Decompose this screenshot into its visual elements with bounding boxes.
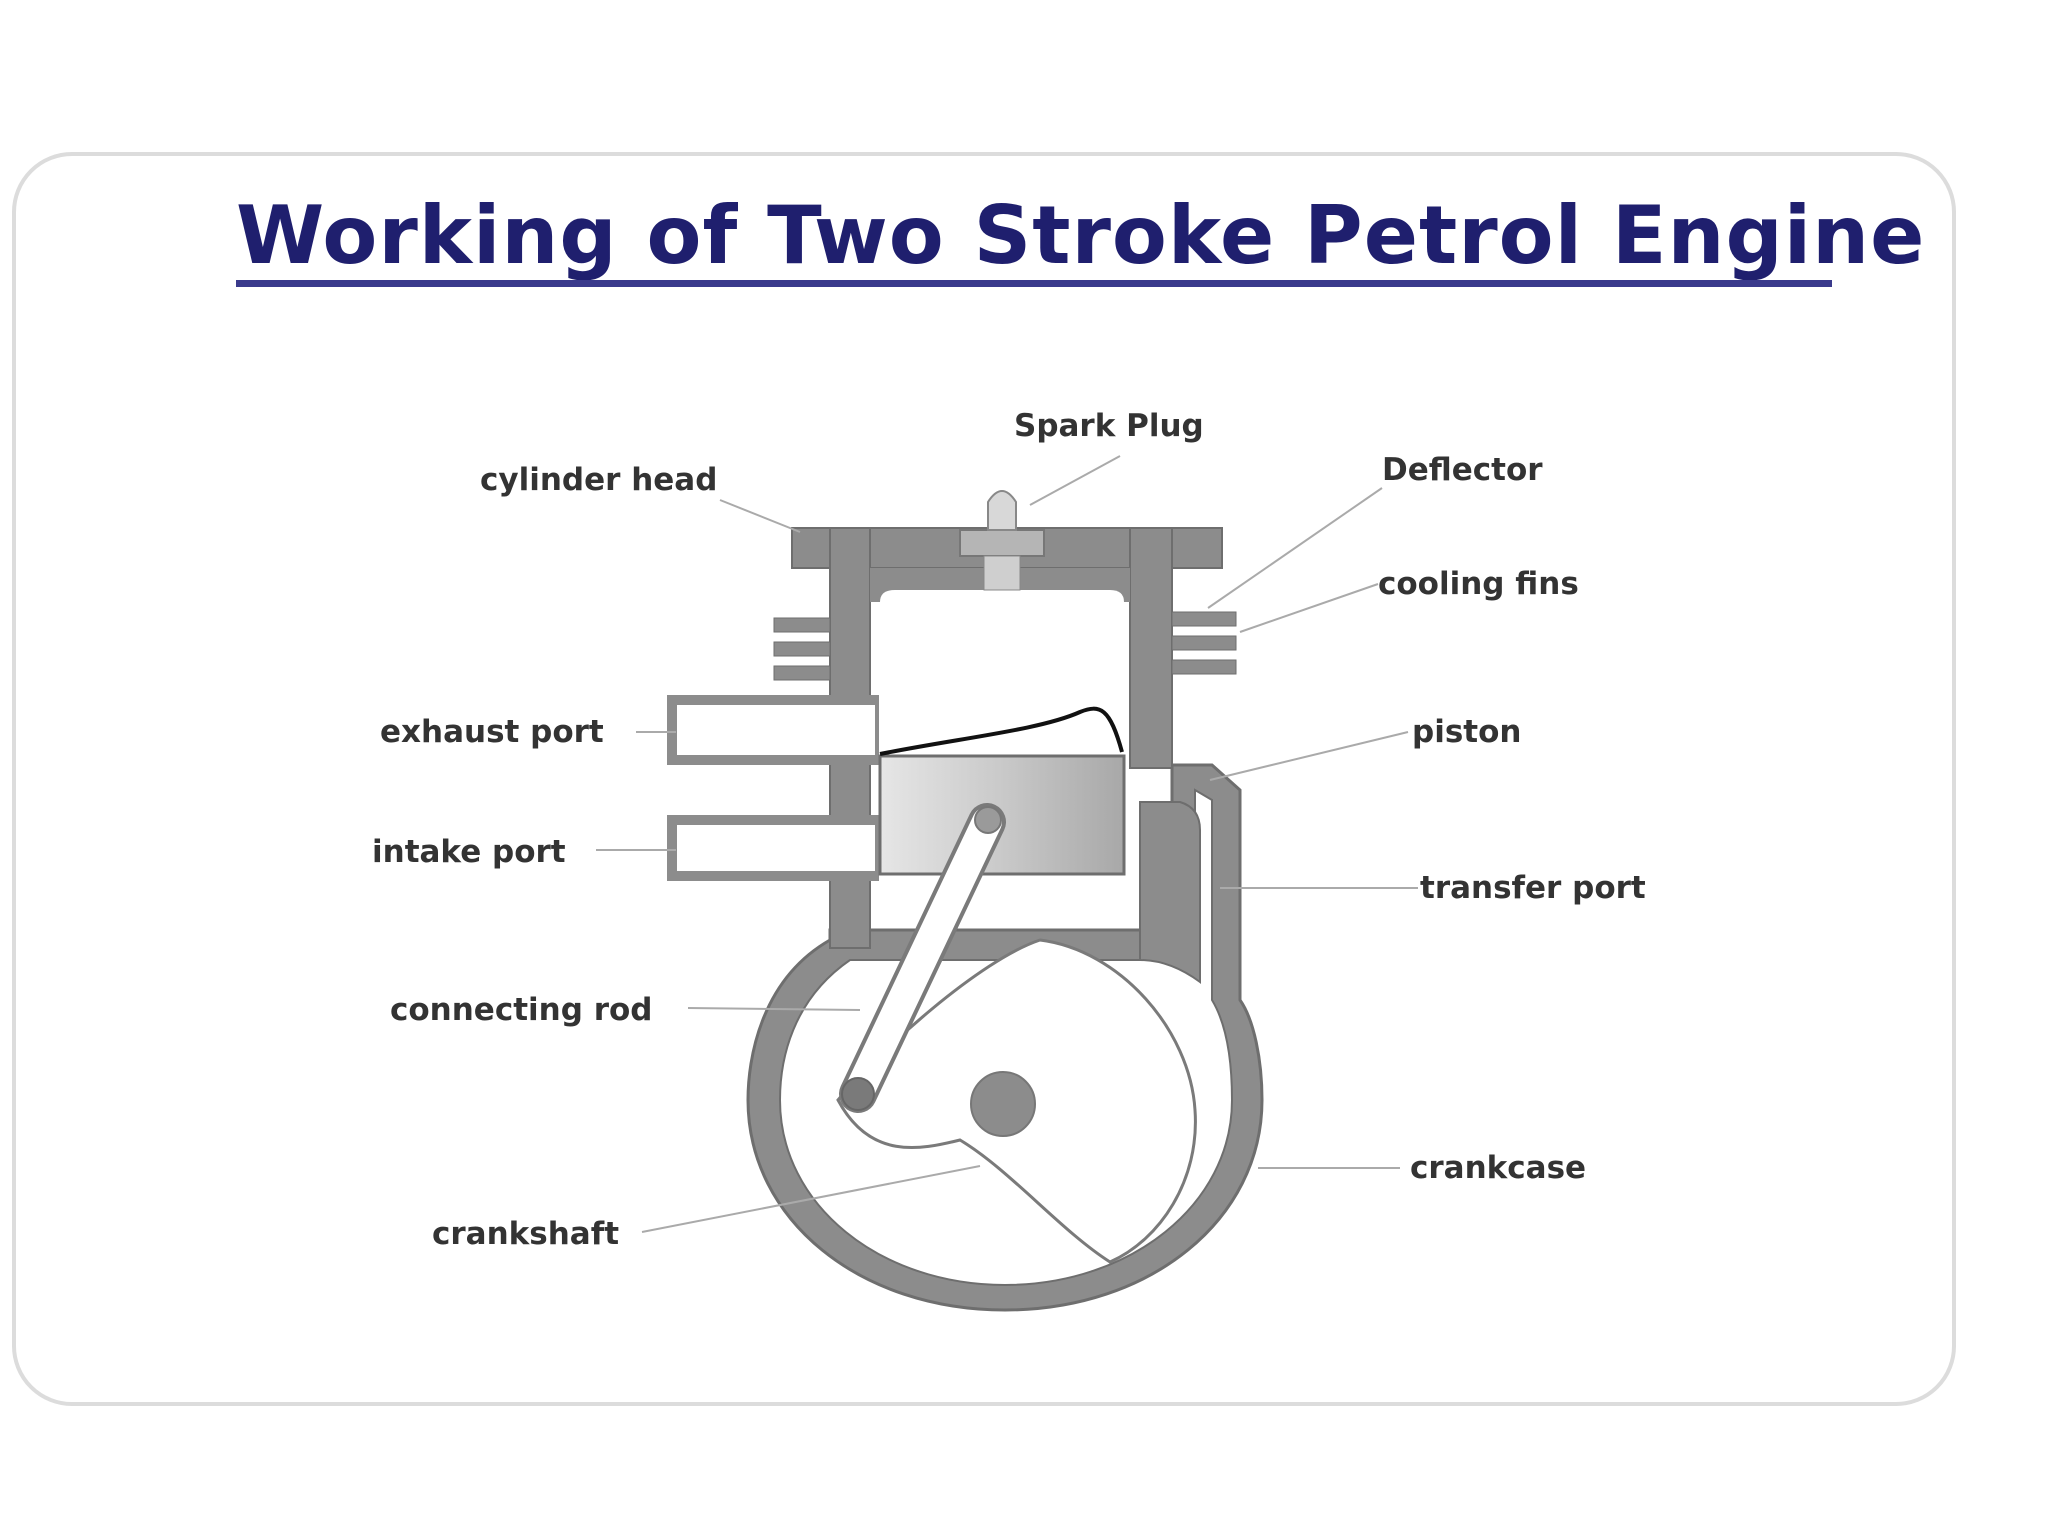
label-connecting-rod: connecting rod <box>390 992 653 1028</box>
title-underline <box>236 280 1832 287</box>
label-deflector: Deflector <box>1382 452 1543 488</box>
leader-lines <box>596 455 1418 1233</box>
connecting-rod-shape <box>839 803 1006 1113</box>
label-exhaust-port: exhaust port <box>380 714 604 750</box>
piston-shape <box>878 754 1126 876</box>
label-cylinder-head: cylinder head <box>480 462 717 498</box>
transfer-port-shape <box>1139 801 1201 984</box>
label-crankshaft: crankshaft <box>432 1216 619 1252</box>
diagram-title: Working of Two Stroke Petrol Engine <box>236 189 1926 282</box>
crankshaft-shape <box>836 938 1197 1264</box>
label-intake-port: intake port <box>372 834 566 870</box>
label-cooling-fins: cooling fins <box>1378 566 1579 602</box>
label-transfer-port: transfer port <box>1420 870 1646 906</box>
label-spark-plug: Spark Plug <box>1014 408 1204 444</box>
spark-plug-shape <box>959 490 1045 591</box>
intake-port-shape <box>667 815 879 881</box>
cooling-fins-left <box>773 617 831 681</box>
cooling-fins-right <box>1171 611 1237 675</box>
deflector-curve <box>879 706 1124 756</box>
label-crankcase: crankcase <box>1410 1150 1586 1186</box>
label-piston: piston <box>1412 714 1521 750</box>
exhaust-port-shape <box>667 695 879 765</box>
